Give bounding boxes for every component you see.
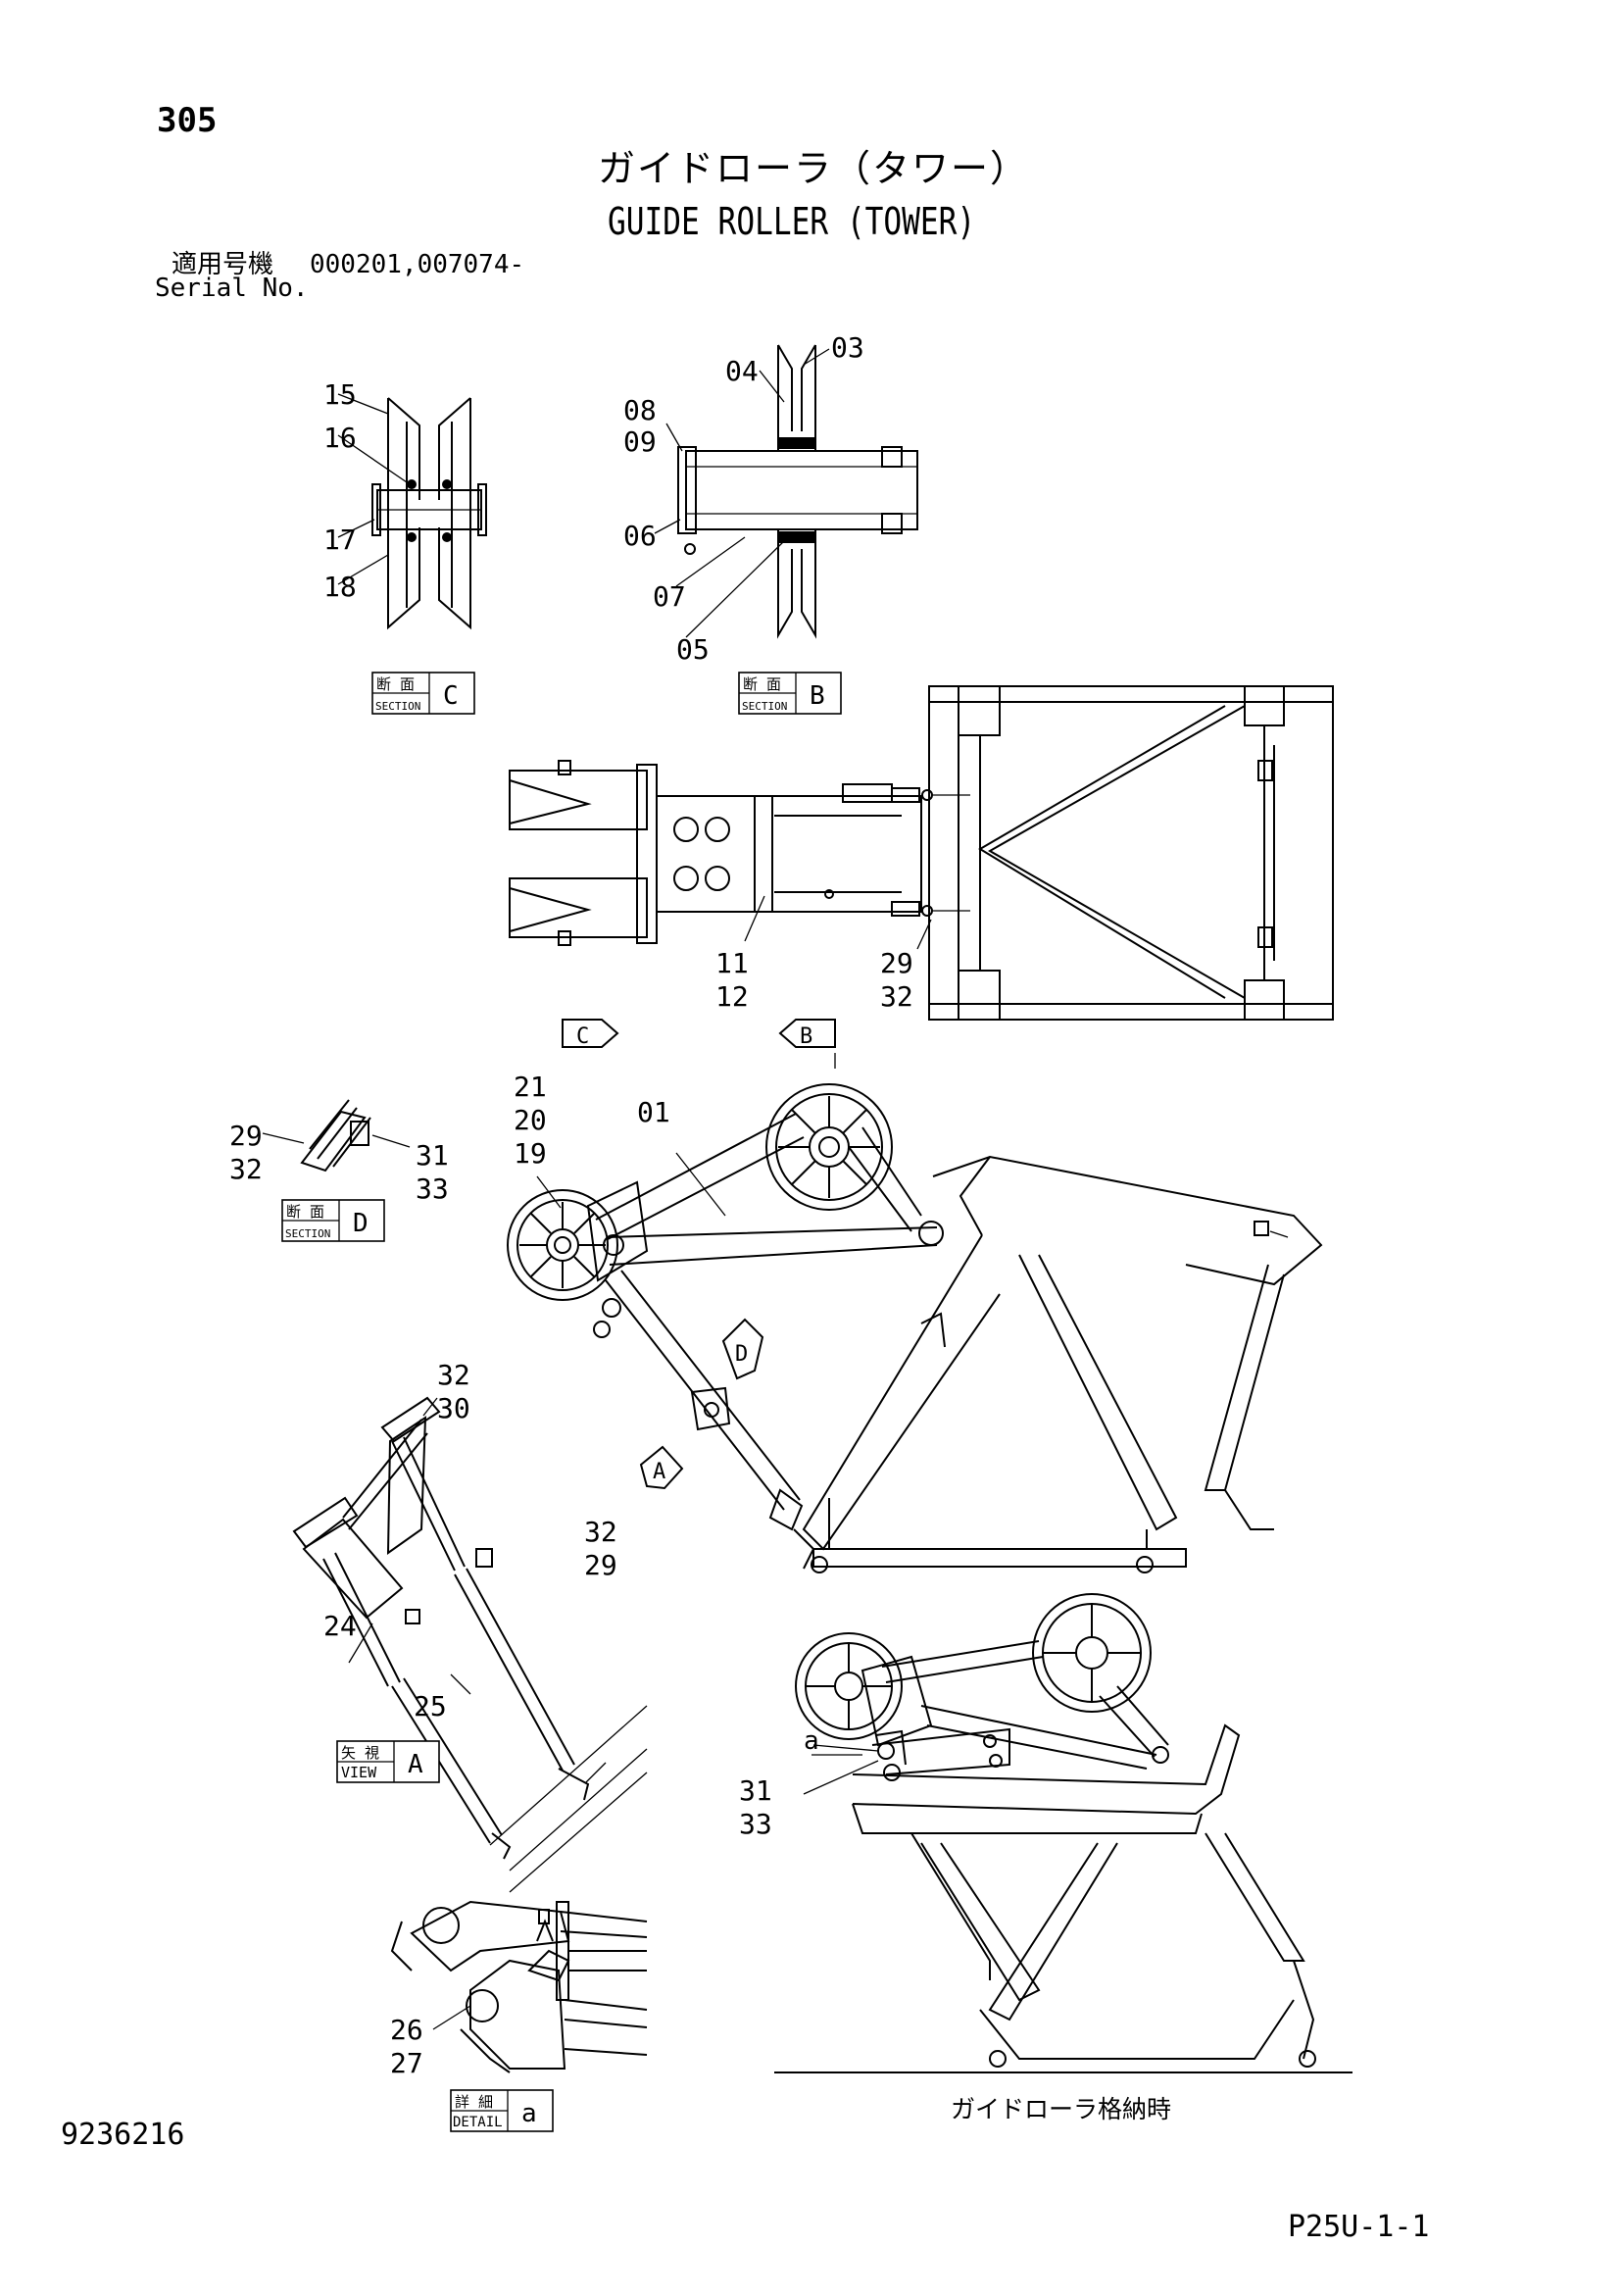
- section-b-label: 断 面 SECTION B: [738, 672, 842, 715]
- callout-16: 16: [323, 422, 357, 454]
- svg-text:詳 細: 詳 細: [455, 2093, 493, 2111]
- callout-33: 33: [739, 1808, 772, 1840]
- title-japanese: ガイドローラ（タワー）: [598, 147, 1030, 190]
- view-arrow-b: B: [778, 1019, 836, 1069]
- callout-29: 29: [880, 947, 913, 979]
- callout-15: 15: [323, 378, 357, 411]
- svg-text:C: C: [576, 1024, 589, 1049]
- callout-11: 11: [715, 947, 749, 979]
- callout-08: 08: [623, 394, 657, 426]
- callout-33: 33: [416, 1173, 449, 1205]
- main-assembly-drawing: [507, 1083, 1323, 1573]
- svg-text:A: A: [408, 1750, 423, 1779]
- svg-text:C: C: [443, 681, 459, 711]
- section-b-drawing: [654, 344, 918, 639]
- callout-25: 25: [414, 1690, 447, 1722]
- svg-text:断 面: 断 面: [743, 675, 781, 693]
- callout-31: 31: [416, 1139, 449, 1172]
- section-d-drawing: [262, 1099, 411, 1173]
- svg-text:SECTION: SECTION: [285, 1227, 330, 1240]
- callout-32: 32: [229, 1153, 263, 1185]
- title-english: GUIDE ROLLER (TOWER): [608, 200, 976, 243]
- svg-text:矢 視: 矢 視: [341, 1744, 379, 1762]
- svg-text:SECTION: SECTION: [742, 700, 787, 713]
- stowed-view-caption: ガイドローラ格納時: [951, 2095, 1172, 2123]
- document-number: 9236216: [61, 2118, 185, 2152]
- detail-a-label: 詳 細 DETAIL a: [450, 2089, 554, 2132]
- plan-view-drawing: [509, 685, 1334, 1021]
- svg-text:断 面: 断 面: [376, 675, 415, 693]
- callout-30: 30: [437, 1392, 470, 1424]
- page-code: P25U-1-1: [1288, 2210, 1430, 2244]
- callout-05: 05: [676, 633, 710, 666]
- svg-text:DETAIL: DETAIL: [453, 2115, 503, 2130]
- callout-29: 29: [584, 1549, 617, 1581]
- svg-text:a: a: [804, 1726, 819, 1756]
- callout-26: 26: [390, 2014, 423, 2046]
- serial-label-english: Serial No.: [155, 274, 309, 303]
- callout-17: 17: [323, 524, 357, 556]
- svg-text:B: B: [800, 1024, 812, 1049]
- section-d-label: 断 面 SECTION D: [281, 1199, 385, 1242]
- callout-24: 24: [323, 1610, 357, 1642]
- svg-text:D: D: [353, 1209, 369, 1238]
- callout-18: 18: [323, 571, 357, 603]
- view-arrow-c: C: [562, 1019, 619, 1049]
- callout-19: 19: [514, 1137, 547, 1170]
- svg-text:VIEW: VIEW: [341, 1764, 377, 1781]
- section-c-label: 断 面 SECTION C: [371, 672, 475, 715]
- callout-32: 32: [584, 1516, 617, 1548]
- callout-21: 21: [514, 1071, 547, 1103]
- callout-31: 31: [739, 1774, 772, 1807]
- svg-text:D: D: [735, 1342, 748, 1367]
- section-c-drawing: [337, 393, 487, 630]
- part-callouts: 15 16 17 18 04 03 08 09 06 07 05 11 12 2…: [229, 331, 913, 2079]
- svg-text:A: A: [653, 1460, 665, 1484]
- stowed-view-drawing: a: [774, 1593, 1352, 2073]
- callout-06: 06: [623, 520, 657, 552]
- callout-01: 01: [637, 1096, 670, 1128]
- svg-text:断 面: 断 面: [286, 1203, 324, 1221]
- view-arrow-a: A: [639, 1445, 684, 1490]
- view-a-drawing: [292, 1396, 648, 1893]
- svg-text:B: B: [810, 681, 825, 711]
- callout-07: 07: [653, 580, 686, 613]
- serial-value: 000201,007074-: [310, 250, 525, 279]
- page-number: 305: [157, 101, 218, 140]
- callout-29: 29: [229, 1120, 263, 1152]
- svg-text:SECTION: SECTION: [375, 700, 420, 713]
- callout-12: 12: [715, 980, 749, 1013]
- callout-32: 32: [437, 1359, 470, 1391]
- serial-label-japanese: 適用号機: [172, 250, 274, 279]
- callout-32: 32: [880, 980, 913, 1013]
- svg-text:a: a: [521, 2099, 537, 2128]
- callout-27: 27: [390, 2047, 423, 2079]
- detail-a-drawing: [390, 1900, 648, 2073]
- callout-04: 04: [725, 355, 759, 387]
- callout-09: 09: [623, 425, 657, 458]
- callout-03: 03: [831, 331, 864, 364]
- view-a-label: 矢 視 VIEW A: [336, 1740, 440, 1783]
- view-arrow-d: D: [721, 1318, 764, 1380]
- callout-20: 20: [514, 1104, 547, 1136]
